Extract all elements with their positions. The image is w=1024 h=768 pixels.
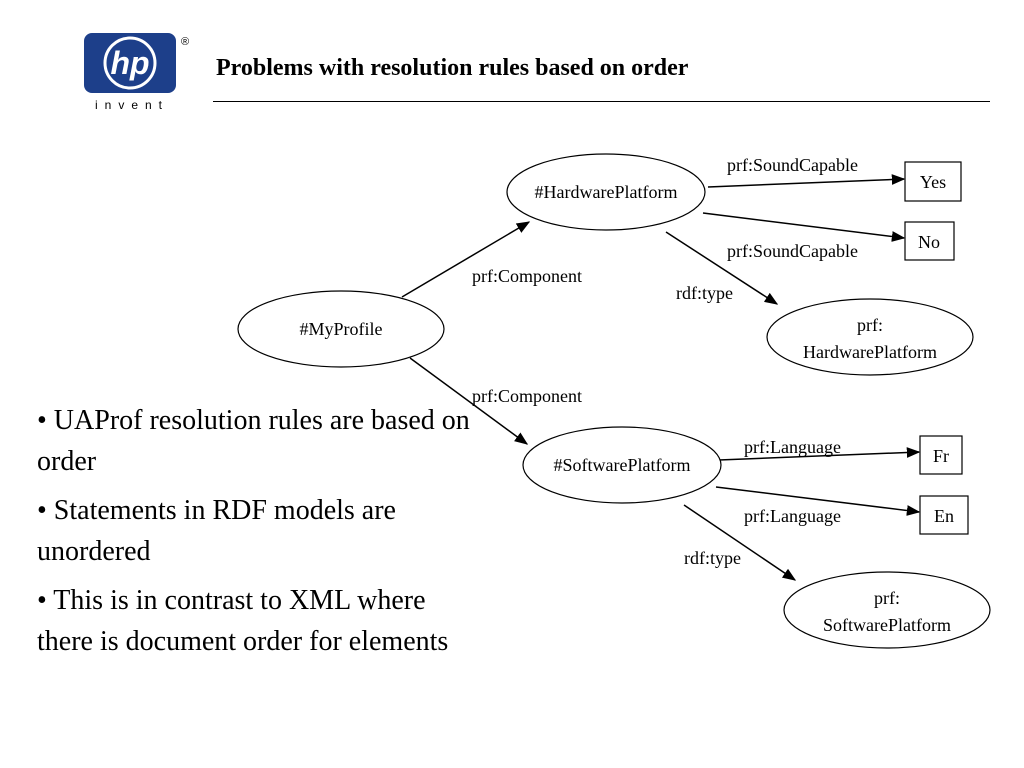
value-box-en xyxy=(919,495,969,535)
node-myprofile xyxy=(237,290,445,368)
edge-label-language-2: prf:Language xyxy=(744,506,841,526)
value-box-yes xyxy=(904,161,962,202)
edge-label-component-top: prf:Component xyxy=(472,266,582,286)
value-box-no xyxy=(904,221,955,261)
edge-label-hardware-rdf-type: rdf:type xyxy=(676,283,733,303)
value-box-fr-label: Fr xyxy=(933,446,949,466)
value-box-no-label: No xyxy=(918,232,940,252)
slide-title: Problems with resolution rules based on … xyxy=(216,55,689,81)
node-software-platform xyxy=(522,426,722,504)
node-myprofile-label: #MyProfile xyxy=(300,319,383,339)
node-prf-hardware-platform xyxy=(766,298,974,376)
edge-software-to-en xyxy=(715,486,921,516)
edge-label-sound-capable-1: prf:SoundCapable xyxy=(727,155,858,175)
bullet-item: • UAProf resolution rules are based on o… xyxy=(37,405,470,477)
edge-myprofile-to-hardware xyxy=(401,221,531,298)
value-box-yes-label: Yes xyxy=(920,172,946,192)
node-prf-software-platform-line2: SoftwarePlatform xyxy=(823,615,951,635)
edge-label-language-1: prf:Language xyxy=(744,437,841,457)
edge-label-software-rdf-type: rdf:type xyxy=(684,548,741,568)
edge-hardware-to-no xyxy=(702,212,906,242)
node-prf-hardware-platform-line1: prf: xyxy=(857,315,883,335)
node-prf-software-platform xyxy=(783,571,991,649)
edge-label-component-bottom: prf:Component xyxy=(472,386,582,406)
edge-myprofile-to-software xyxy=(409,357,529,445)
hp-logo-circle xyxy=(103,36,157,90)
hp-logo: hp ® xyxy=(84,33,189,93)
edge-software-rdf-type xyxy=(683,504,797,581)
edge-label-sound-capable-2: prf:SoundCapable xyxy=(727,241,858,261)
hp-logo-badge xyxy=(84,33,176,93)
node-prf-hardware-platform-line2: HardwarePlatform xyxy=(803,342,937,362)
value-box-en-label: En xyxy=(934,506,954,526)
bullet-list: • UAProf resolution rules are based on o… xyxy=(37,400,487,670)
node-hardware-platform-label: #HardwarePlatform xyxy=(535,182,678,202)
hp-logo-text: hp xyxy=(110,45,149,81)
node-software-platform-label: #SoftwarePlatform xyxy=(554,455,691,475)
node-hardware-platform xyxy=(506,153,706,231)
value-box-fr xyxy=(919,435,963,475)
bullet-item: • This is in contrast to XML where there… xyxy=(37,585,449,657)
edge-hardware-rdf-type xyxy=(665,231,779,305)
hp-logo-registered-mark: ® xyxy=(181,36,189,48)
hp-logo-wordmark: invent xyxy=(94,98,170,112)
edge-hardware-to-yes xyxy=(707,174,906,188)
bullet-item: • Statements in RDF models are unordered xyxy=(37,495,396,567)
edge-software-to-fr xyxy=(718,447,921,461)
node-prf-software-platform-line1: prf: xyxy=(874,588,900,608)
title-divider xyxy=(213,101,990,102)
